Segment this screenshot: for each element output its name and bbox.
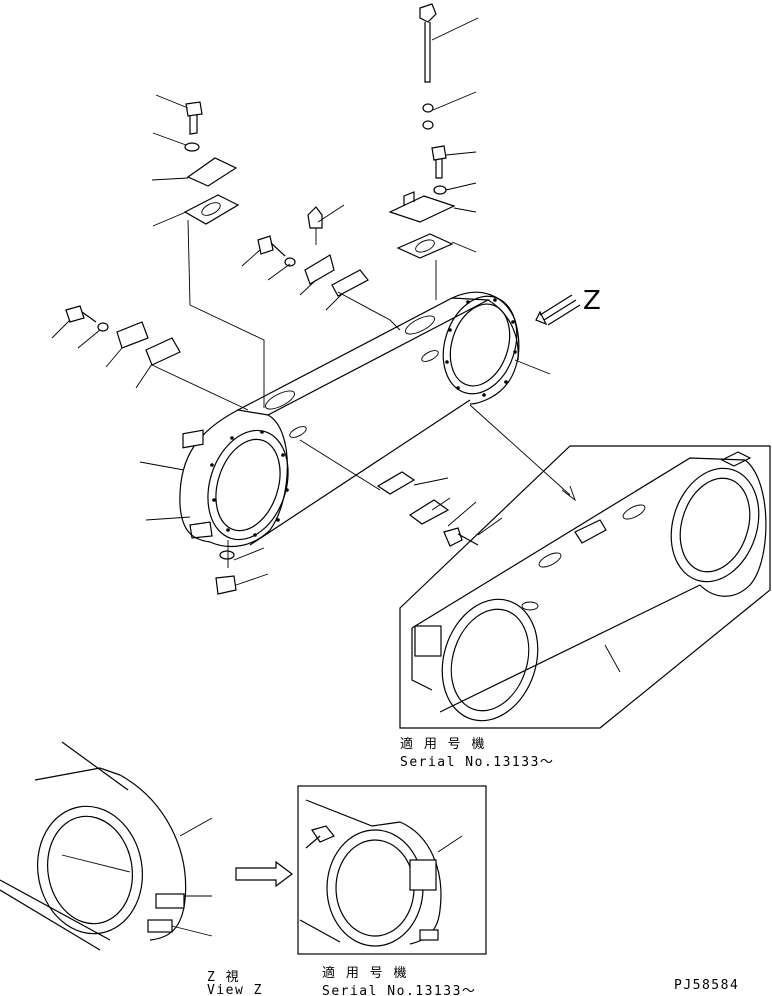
exploded-parts-bottom	[215, 439, 479, 595]
inset-leader-head	[561, 485, 576, 502]
drawing-number: PJ58584	[674, 978, 740, 993]
callout-leaders	[51, 17, 551, 586]
inset-view-z-applicable-label: 適 用 号 機	[322, 966, 408, 981]
view-z-arrow	[535, 294, 581, 326]
view-z-jp-label: Z 視	[207, 970, 241, 985]
view-z-transfer-arrow	[235, 860, 293, 888]
inset-view-z-frame	[297, 785, 487, 955]
view-z-drawing	[0, 741, 213, 951]
view-z-letter: Z	[583, 286, 601, 316]
inset-serial-frame	[399, 445, 771, 729]
inset-applicable-label: 適 用 号 機	[400, 737, 486, 752]
exploded-parts-left	[65, 101, 401, 411]
view-z-en-label: View Z	[207, 983, 263, 996]
exploded-parts-right	[388, 3, 456, 300]
main-case	[179, 291, 520, 548]
inset-leader	[469, 404, 571, 496]
inset-view-z-serial-label: Serial No.13133～	[322, 984, 477, 996]
inset-serial-label: Serial No.13133～	[400, 755, 555, 770]
